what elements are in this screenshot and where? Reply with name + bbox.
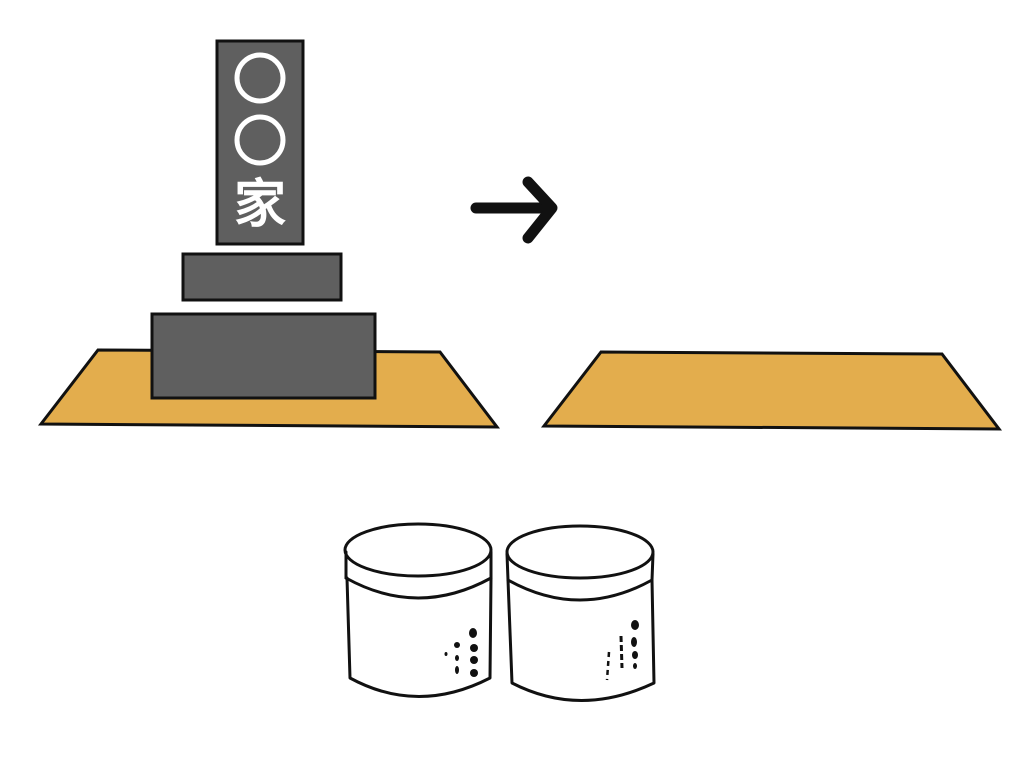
urn-right-inscription	[605, 620, 639, 681]
inscription-circle-1	[234, 52, 286, 104]
arrow-right-icon	[470, 176, 558, 244]
gravestone-middle-tier	[181, 252, 343, 302]
urn-left-inscription	[444, 628, 478, 677]
inscription-circle-2	[234, 114, 286, 166]
gravestone: 家 ○ ○	[150, 39, 377, 400]
inscription-family-char: 家	[234, 175, 286, 235]
urn-right	[505, 524, 656, 702]
right-empty-plot	[540, 350, 1003, 431]
gravestone-base	[150, 312, 377, 400]
gravestone-upright	[215, 39, 305, 246]
urn-left	[343, 522, 493, 698]
